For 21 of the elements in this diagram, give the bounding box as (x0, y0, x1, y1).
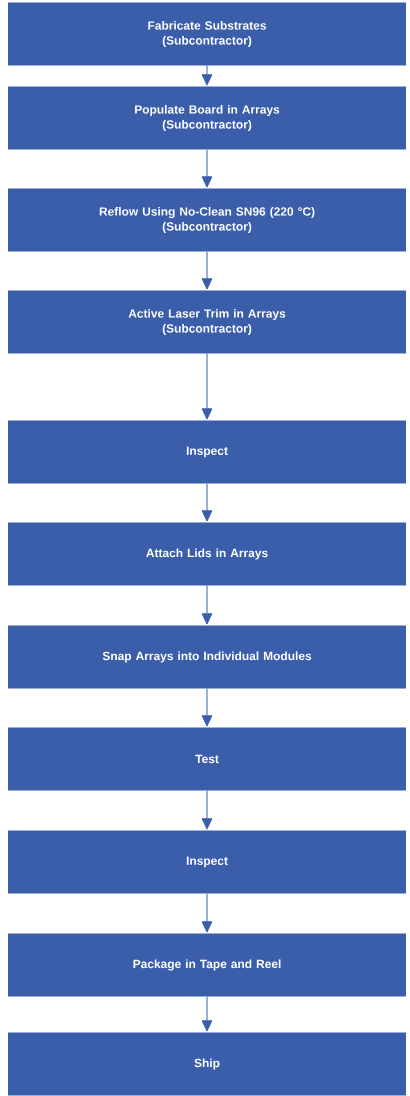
process-box: Attach Lids in Arrays (8, 522, 406, 586)
arrow (201, 483, 213, 522)
process-box: Test (8, 727, 406, 791)
process-box: Ship (8, 1032, 406, 1096)
arrow (201, 585, 213, 625)
arrow (201, 790, 213, 830)
process-box: Reflow Using No-Clean SN96 (220 °C) (Subcontractor) (8, 188, 406, 252)
process-box: Snap Arrays into Individual Modules (8, 625, 406, 689)
process-box: Package in Tape and Reel (8, 933, 406, 997)
process-box: Populate Board in Arrays (Subcontractor) (8, 86, 406, 150)
arrow (201, 65, 213, 86)
arrow (201, 353, 213, 420)
process-box: Active Laser Trim in Arrays (Subcontractor) (8, 290, 406, 354)
arrow (201, 251, 213, 290)
arrow (201, 996, 213, 1032)
arrow (201, 149, 213, 188)
arrow (201, 688, 213, 727)
process-box: Inspect (8, 420, 406, 484)
process-box: Inspect (8, 830, 406, 894)
process-box: Fabricate Substrates (Subcontractor) (8, 2, 406, 66)
arrow (201, 893, 213, 933)
